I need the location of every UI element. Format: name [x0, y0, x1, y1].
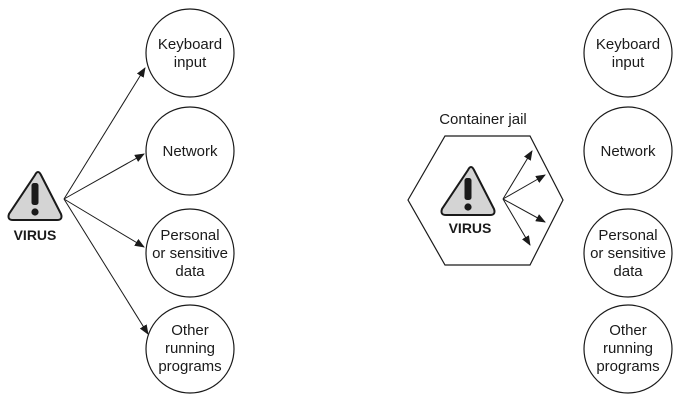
target-label-line: running: [603, 340, 653, 357]
arrow-to-running-programs: [63, 198, 149, 335]
container-jail-label: Container jail: [439, 111, 527, 128]
target-label-line: Keyboard: [158, 36, 222, 53]
warning-triangle-icon: [440, 166, 496, 216]
target-label-line: Personal: [160, 227, 219, 244]
arrow-to-personal-data: [63, 198, 145, 248]
target-label-line: data: [613, 263, 643, 280]
target-label-line: Other: [171, 322, 209, 339]
arrow-to-keyboard: [63, 67, 146, 200]
arrow-to-network: [63, 153, 145, 200]
target-label-line: input: [612, 54, 645, 71]
target-keyboard-input: Keyboard input: [145, 8, 235, 98]
warning-triangle-icon: [7, 171, 63, 221]
target-label-line: running: [165, 340, 215, 357]
target-label-line: Other: [609, 322, 647, 339]
target-label-line: programs: [596, 358, 659, 375]
target-label-line: Keyboard: [596, 36, 660, 53]
left-panel: VIRUS Keyboard input Network Personal or…: [7, 8, 235, 394]
target-label-line: Network: [162, 143, 218, 160]
right-panel: Container jail VIRUS Keyboard input Netw…: [407, 8, 673, 394]
target-label-line: or sensitive: [152, 245, 228, 262]
blocked-arrow-network: [502, 174, 546, 200]
target-running-programs: Other running programs: [145, 304, 235, 394]
target-label-line: or sensitive: [590, 245, 666, 262]
target-personal-data: Personal or sensitive data: [583, 208, 673, 298]
target-keyboard-input: Keyboard input: [583, 8, 673, 98]
target-network: Network: [583, 106, 673, 196]
target-label-line: input: [174, 54, 207, 71]
target-label-line: Personal: [598, 227, 657, 244]
blocked-arrow-personal-data: [502, 198, 546, 223]
virus-label: VIRUS: [14, 227, 57, 243]
target-label-line: Network: [600, 143, 656, 160]
virus-label: VIRUS: [449, 220, 492, 236]
target-label-line: data: [175, 263, 205, 280]
target-network: Network: [145, 106, 235, 196]
target-personal-data: Personal or sensitive data: [145, 208, 235, 298]
blocked-arrow-running-programs: [502, 198, 531, 246]
blocked-arrow-keyboard: [502, 150, 533, 200]
target-running-programs: Other running programs: [583, 304, 673, 394]
target-label-line: programs: [158, 358, 221, 375]
